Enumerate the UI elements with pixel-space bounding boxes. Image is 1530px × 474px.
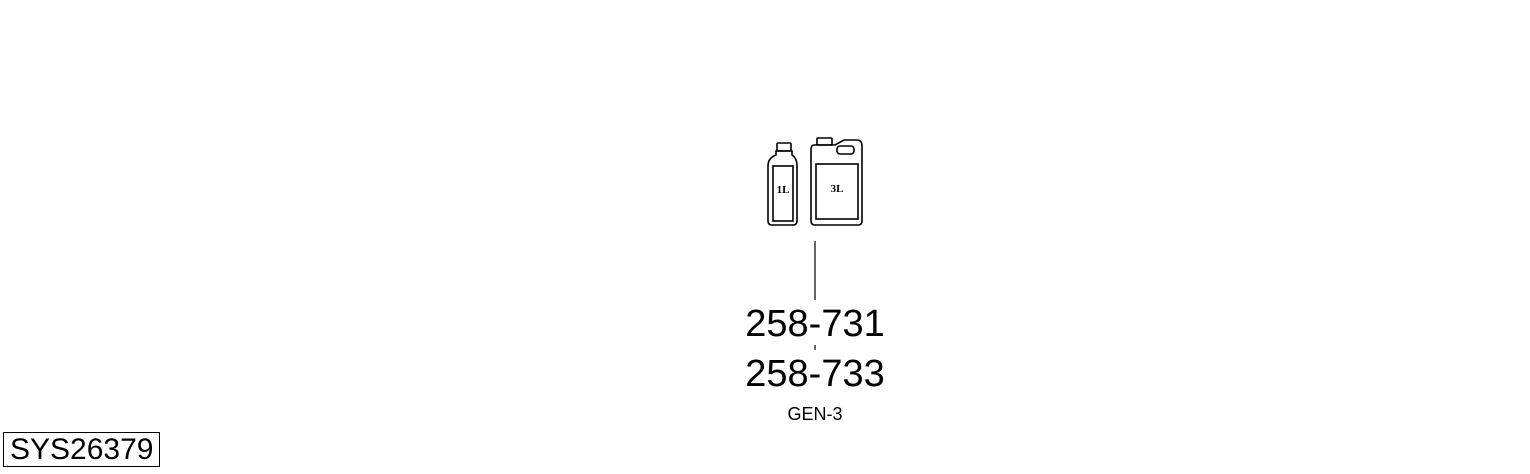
diagram-id-box: SYS26379 (3, 432, 161, 467)
bottle-label: 1L (777, 184, 790, 196)
part-number-2: 258-733 (745, 353, 885, 395)
bottle-1l-icon: 1L (767, 142, 798, 226)
part-number-1: 258-731 (745, 303, 885, 345)
canister-label: 3L (831, 183, 844, 195)
canister-3l-icon: 3L (810, 137, 863, 226)
variant-label: GEN-3 (787, 404, 843, 424)
